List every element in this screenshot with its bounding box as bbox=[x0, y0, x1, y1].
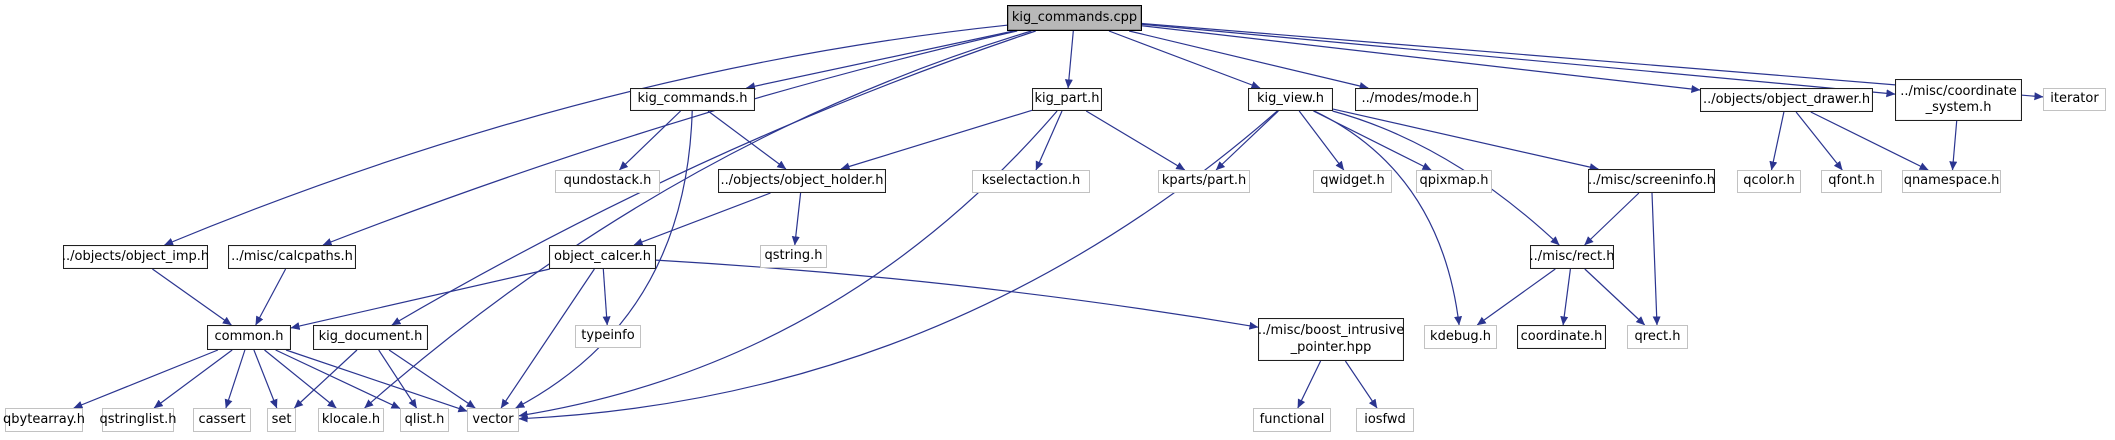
graph-node-common-h[interactable]: common.h bbox=[207, 325, 291, 350]
graph-node-functional: functional bbox=[1253, 408, 1331, 432]
edge-object-holder-h-to-object-calcer-h bbox=[633, 192, 771, 246]
edge-common-h-to-klocale-h bbox=[264, 349, 337, 409]
edge-root-to-kig-commands-h bbox=[746, 30, 1014, 91]
edge-kig-view-h-to-kparts-part-h bbox=[1215, 110, 1279, 171]
edge-boost-intrusive-pointer-hpp-to-functional bbox=[1297, 360, 1322, 409]
edge-root-to-modes-mode-h bbox=[1128, 30, 1369, 90]
graph-node-rect-h[interactable]: ../misc/rect.h bbox=[1530, 245, 1614, 269]
graph-node-qfont-h: qfont.h bbox=[1821, 170, 1882, 193]
graph-node-kig-view-h[interactable]: kig_view.h bbox=[1248, 88, 1333, 111]
graph-node-qrect-h: qrect.h bbox=[1627, 325, 1688, 349]
edge-kig-commands-h-to-object-holder-h bbox=[707, 110, 787, 170]
edge-root-to-coordinate-system-h bbox=[1141, 23, 1896, 98]
edge-rect-h-to-coordinate-h bbox=[1560, 268, 1571, 326]
edge-kig-part-h-to-kselectaction-h bbox=[1035, 110, 1063, 171]
graph-node-qstring-h: qstring.h bbox=[760, 245, 827, 268]
edge-kig-view-h-to-screeninfo-h bbox=[1332, 108, 1599, 172]
graph-node-object-imp-h[interactable]: ../objects/object_imp.h bbox=[62, 245, 209, 269]
graph-node-iosfwd: iosfwd bbox=[1356, 408, 1414, 432]
edge-kig-document-h-to-vector bbox=[388, 349, 476, 409]
edge-object-calcer-h-to-common-h bbox=[290, 268, 550, 330]
graph-node-iterator: iterator bbox=[2043, 88, 2106, 111]
edge-root-to-calcpaths-h bbox=[322, 30, 1018, 246]
edge-object-drawer-h-to-qcolor-h bbox=[1769, 111, 1785, 171]
graph-node-qbytearray-h: qbytearray.h bbox=[3, 408, 85, 432]
edge-common-h-to-qstringlist-h bbox=[153, 349, 233, 409]
graph-node-object-calcer-h[interactable]: object_calcer.h bbox=[549, 245, 656, 269]
edge-kig-view-h-to-rect-h bbox=[1332, 110, 1560, 246]
edge-kig-view-h-to-kdebug-h bbox=[1314, 110, 1463, 326]
graph-node-modes-mode-h[interactable]: ../modes/mode.h bbox=[1355, 88, 1478, 111]
graph-node-calcpaths-h[interactable]: ../misc/calcpaths.h bbox=[228, 245, 356, 269]
edge-root-to-object-drawer-h bbox=[1141, 25, 1701, 93]
edge-root-to-klocale-h bbox=[364, 30, 1032, 409]
edge-kig-document-h-to-set bbox=[293, 349, 358, 409]
graph-node-kig-part-h[interactable]: kig_part.h bbox=[1032, 88, 1102, 111]
edge-object-drawer-h-to-qnamespace-h bbox=[1810, 111, 1929, 171]
edge-kig-part-h-to-object-holder-h bbox=[840, 109, 1033, 171]
graph-node-object-drawer-h[interactable]: ../objects/object_drawer.h bbox=[1700, 88, 1873, 112]
edge-object-imp-h-to-common-h bbox=[152, 268, 232, 326]
edge-object-calcer-h-to-typeinfo bbox=[602, 268, 611, 326]
graph-node-coordinate-h[interactable]: coordinate.h bbox=[1517, 325, 1606, 349]
edge-common-h-to-vector bbox=[285, 349, 468, 413]
graph-node-root: kig_commands.cpp bbox=[1007, 5, 1142, 31]
edge-common-h-to-cassert bbox=[224, 349, 246, 409]
graph-node-kdebug-h: kdebug.h bbox=[1424, 325, 1497, 349]
edge-common-h-to-qlist-h bbox=[275, 349, 401, 410]
graph-node-coordinate-system-h[interactable]: ../misc/coordinate _system.h bbox=[1895, 79, 2022, 121]
graph-node-cassert: cassert bbox=[193, 408, 251, 432]
graph-node-klocale-h: klocale.h bbox=[318, 408, 384, 432]
graph-node-kparts-part-h: kparts/part.h bbox=[1158, 170, 1250, 193]
graph-node-vector: vector bbox=[467, 408, 519, 432]
edge-rect-h-to-qrect-h bbox=[1584, 268, 1646, 326]
edge-object-holder-h-to-qstring-h bbox=[791, 192, 802, 246]
graph-node-qwidget-h: qwidget.h bbox=[1313, 170, 1392, 193]
graph-node-qcolor-h: qcolor.h bbox=[1737, 170, 1801, 193]
graph-node-qundostack-h: qundostack.h bbox=[555, 170, 660, 193]
edge-screeninfo-h-to-rect-h bbox=[1584, 192, 1640, 246]
edge-coordinate-system-h-to-qnamespace-h bbox=[1949, 120, 1958, 171]
graph-node-qstringlist-h: qstringlist.h bbox=[99, 408, 177, 432]
graph-node-kig-document-h[interactable]: kig_document.h bbox=[313, 325, 428, 350]
edge-kig-part-h-to-kparts-part-h bbox=[1085, 110, 1186, 171]
edge-root-to-kig-view-h bbox=[1108, 30, 1261, 89]
edge-root-to-object-imp-h bbox=[164, 24, 1008, 246]
graph-node-typeinfo: typeinfo bbox=[575, 325, 641, 348]
edge-root-to-kig-part-h bbox=[1064, 30, 1074, 89]
graph-node-set: set bbox=[267, 408, 296, 432]
graph-node-object-holder-h[interactable]: ../objects/object_holder.h bbox=[718, 169, 886, 193]
graph-node-boost-intrusive-pointer-hpp[interactable]: ../misc/boost_intrusive _pointer.hpp bbox=[1258, 318, 1404, 361]
graph-node-kselectaction-h: kselectaction.h bbox=[972, 170, 1090, 193]
edge-kig-commands-h-to-qundostack-h bbox=[618, 110, 682, 171]
graph-node-screeninfo-h[interactable]: ../misc/screeninfo.h bbox=[1588, 169, 1715, 193]
edge-common-h-to-qbytearray-h bbox=[73, 349, 219, 409]
edge-screeninfo-h-to-qrect-h bbox=[1651, 192, 1661, 326]
graph-node-qpixmap-h: qpixmap.h bbox=[1416, 170, 1492, 193]
graph-node-kig-commands-h[interactable]: kig_commands.h bbox=[630, 88, 755, 111]
edge-rect-h-to-kdebug-h bbox=[1476, 268, 1556, 326]
graph-node-qlist-h: qlist.h bbox=[400, 408, 449, 432]
edge-object-calcer-h-to-boost-intrusive-pointer-hpp bbox=[655, 259, 1259, 330]
edge-object-calcer-h-to-vector bbox=[500, 268, 595, 409]
edge-root-to-kig-document-h bbox=[391, 30, 1036, 326]
edge-kig-document-h-to-qlist-h bbox=[378, 349, 418, 409]
edge-calcpaths-h-to-common-h bbox=[255, 268, 287, 326]
graph-node-qnamespace-h: qnamespace.h bbox=[1902, 170, 2001, 193]
edge-kig-view-h-to-qwidget-h bbox=[1298, 110, 1345, 171]
edge-kig-commands-h-to-vector bbox=[515, 110, 693, 409]
edge-common-h-to-set bbox=[253, 349, 278, 409]
edge-object-drawer-h-to-qfont-h bbox=[1795, 111, 1843, 171]
edge-boost-intrusive-pointer-hpp-to-iosfwd bbox=[1344, 360, 1378, 409]
